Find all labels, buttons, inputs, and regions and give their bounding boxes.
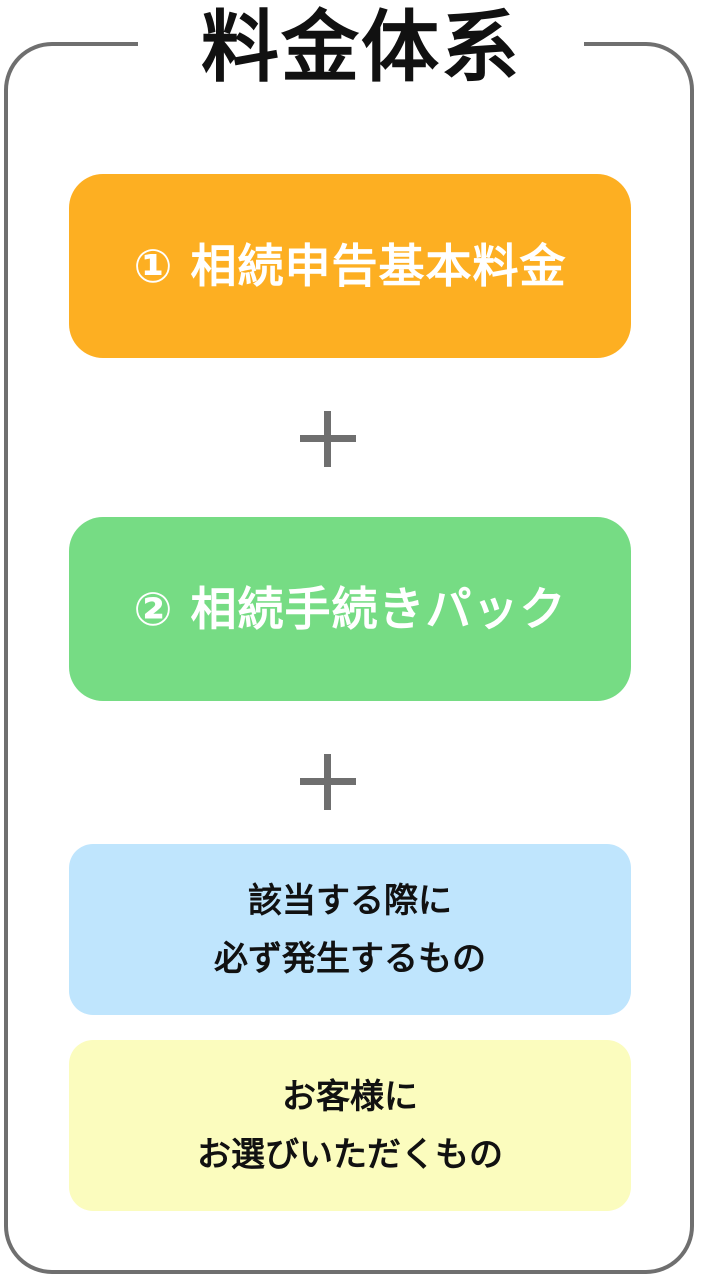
plus-icon (300, 411, 356, 467)
optional-items-line-1: お客様に (282, 1076, 418, 1117)
plus-icon (300, 754, 356, 810)
basic-fee-label: ① 相続申告基本料金 (133, 239, 567, 293)
required-items-line-1: 該当する際に (248, 880, 452, 921)
optional-items-box: お客様に お選びいただくもの (69, 1040, 631, 1211)
page-title: 料金体系 (200, 3, 521, 93)
basic-fee-box: ① 相続申告基本料金 (69, 174, 631, 358)
title-background (138, 0, 584, 96)
required-items-box: 該当する際に 必ず発生するもの (69, 844, 631, 1015)
required-items-line-2: 必ず発生するもの (214, 938, 486, 979)
optional-items-line-2: お選びいただくもの (197, 1134, 503, 1175)
procedure-pack-box: ② 相続手続きパック (69, 517, 631, 701)
procedure-pack-label: ② 相続手続きパック (133, 582, 567, 636)
